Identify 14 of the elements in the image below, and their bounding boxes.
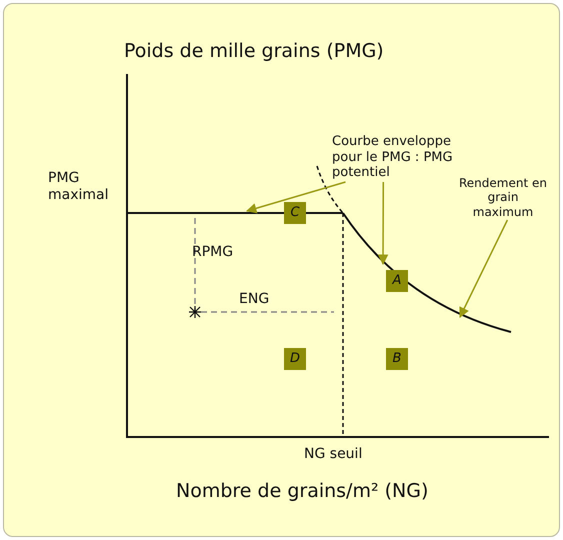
leader-line [378, 182, 388, 266]
axis-label: NG seuil [304, 446, 362, 463]
region-marker: B [386, 348, 408, 370]
leader-line [459, 220, 508, 318]
annotation-text: Rendement en grain maximum [459, 176, 547, 220]
region-label: RPMG [192, 244, 234, 261]
region-label: ENG [239, 291, 270, 308]
axis-title: Poids de mille grains (PMG) [124, 40, 384, 63]
leader-line [246, 181, 346, 214]
axis-label: PMG maximal [48, 170, 110, 204]
region-marker: C [284, 202, 306, 224]
plateau-line [127, 212, 343, 214]
region-marker: D [284, 348, 306, 370]
axis-title: Nombre de grains/m² (NG) [176, 480, 428, 503]
